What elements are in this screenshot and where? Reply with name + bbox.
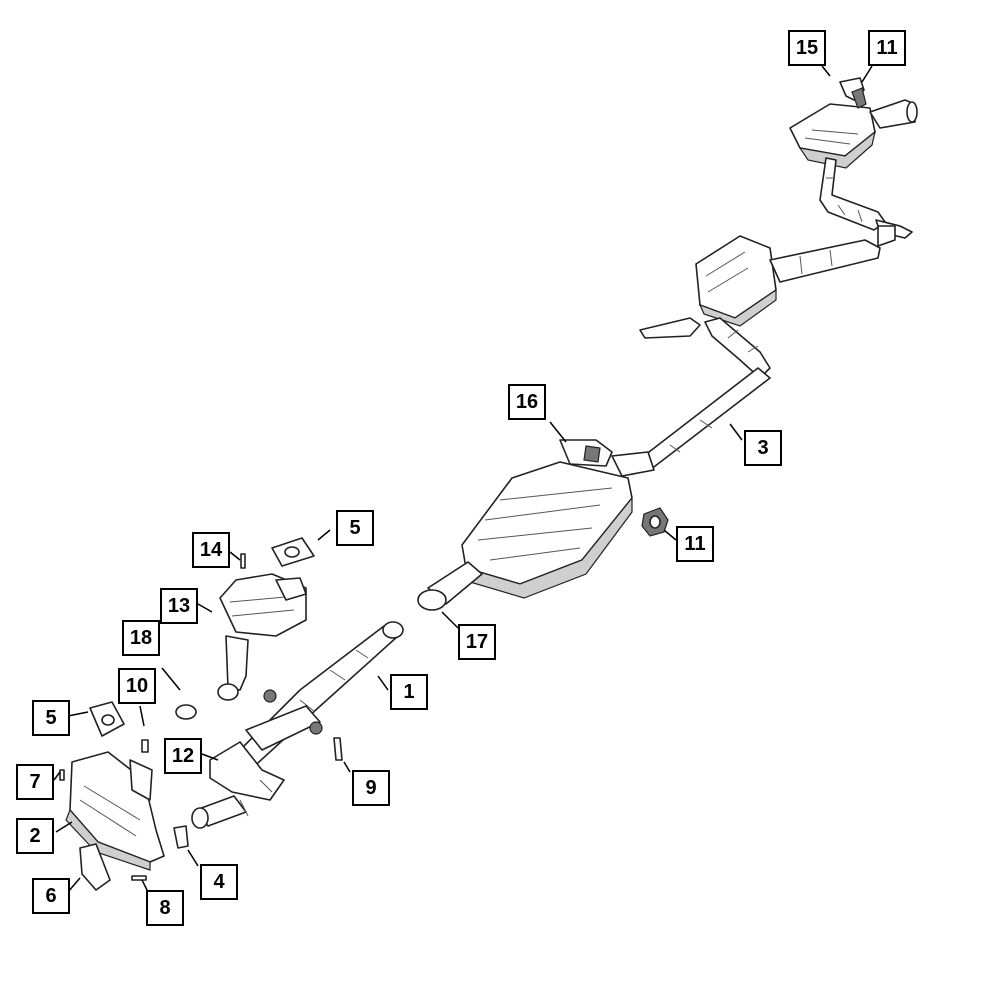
- bolt-14: [240, 553, 246, 569]
- callout-18: 18: [122, 620, 160, 656]
- callout-3: 3: [744, 430, 782, 466]
- callout-6: 6: [32, 878, 70, 914]
- callout-16: 16: [508, 384, 546, 420]
- intermediate-pipe: [611, 367, 771, 477]
- gasket-upper: [271, 537, 315, 567]
- front-pipe: [191, 621, 404, 829]
- callout-1: 1: [390, 674, 428, 710]
- callout-15: 15: [788, 30, 826, 66]
- leader-lines: [53, 65, 873, 893]
- catalytic-converter-upper: [217, 573, 307, 701]
- rear-muffler: [789, 77, 918, 169]
- callout-8: 8: [146, 890, 184, 926]
- resonator: [639, 235, 881, 379]
- callout-9: 9: [352, 770, 390, 806]
- rear-pipe: [819, 157, 913, 247]
- muffler-inlet: [417, 561, 483, 611]
- isolator-small: [641, 507, 669, 537]
- callout-10: 10: [118, 668, 156, 704]
- callout-12: 12: [164, 738, 202, 774]
- callout-11-isolator: 11: [676, 526, 714, 562]
- gasket-lower: [89, 701, 125, 737]
- callout-4: 4: [200, 864, 238, 900]
- heat-shield: [79, 843, 111, 891]
- callout-17: 17: [458, 624, 496, 660]
- fasteners: [59, 737, 343, 881]
- clamp-18: [175, 704, 197, 720]
- exhaust-manifold: [65, 751, 165, 871]
- callout-5-lower: 5: [32, 700, 70, 736]
- callout-11-top: 11: [868, 30, 906, 66]
- callout-13: 13: [160, 588, 198, 624]
- callout-2: 2: [16, 818, 54, 854]
- callout-7: 7: [16, 764, 54, 800]
- callout-5-upper: 5: [336, 510, 374, 546]
- callout-14: 14: [192, 532, 230, 568]
- front-muffler: [461, 439, 633, 599]
